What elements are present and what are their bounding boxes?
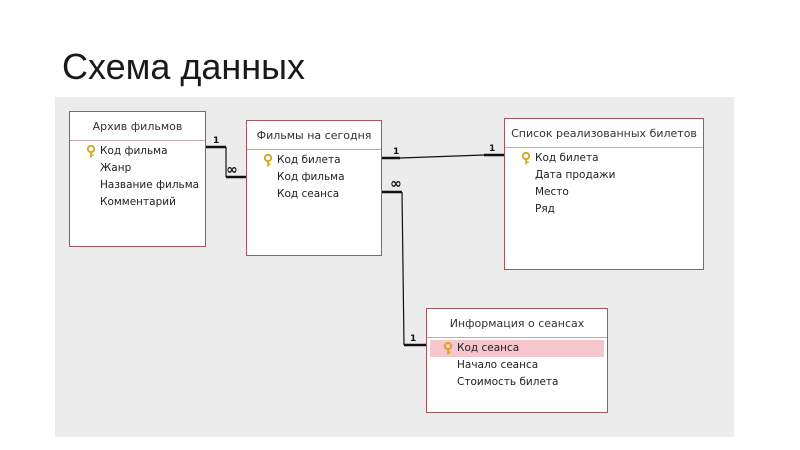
primary-key-icon [263,153,273,167]
field-name: Название фильма [100,179,200,191]
field-row[interactable]: Код фильма [247,169,381,186]
field-row[interactable]: Код сеанса [430,340,604,357]
field-name: Комментарий [100,196,176,208]
field-name: Код билета [277,154,341,166]
field-name: Дата продажи [535,169,616,181]
field-row[interactable]: Ряд [505,201,703,218]
field-row[interactable]: Дата продажи [505,167,703,184]
field-name: Код фильма [100,145,168,157]
field-name: Ряд [535,203,555,215]
field-name: Начало сеанса [457,359,539,371]
field-row[interactable]: Комментарий [70,194,205,211]
slide-title: Схема данных [62,46,306,87]
field-name: Место [535,186,569,198]
primary-key-icon [521,151,531,165]
table-archive-title[interactable]: Архив фильмов [70,112,205,141]
field-row[interactable]: Код сеанса [247,186,381,203]
field-name: Код сеанса [277,188,340,200]
field-name: Код сеанса [457,342,520,354]
field-name: Жанр [100,162,132,174]
field-row[interactable]: Код билета [505,150,703,167]
primary-key-icon [86,144,96,158]
field-name: Код билета [535,152,599,164]
field-name: Код фильма [277,171,345,183]
table-sessions-title[interactable]: Информация о сеансах [427,309,607,338]
field-row[interactable]: Код фильма [70,143,205,160]
field-name: Стоимость билета [457,376,559,388]
table-today-title[interactable]: Фильмы на сегодня [247,121,381,150]
field-row[interactable]: Стоимость билета [427,374,607,391]
field-row[interactable]: Место [505,184,703,201]
primary-key-icon [443,341,453,355]
table-sold-title[interactable]: Список реализованных билетов [505,119,703,148]
field-row[interactable]: Код билета [247,152,381,169]
field-row[interactable]: Начало сеанса [427,357,607,374]
field-row[interactable]: Название фильма [70,177,205,194]
field-row[interactable]: Жанр [70,160,205,177]
